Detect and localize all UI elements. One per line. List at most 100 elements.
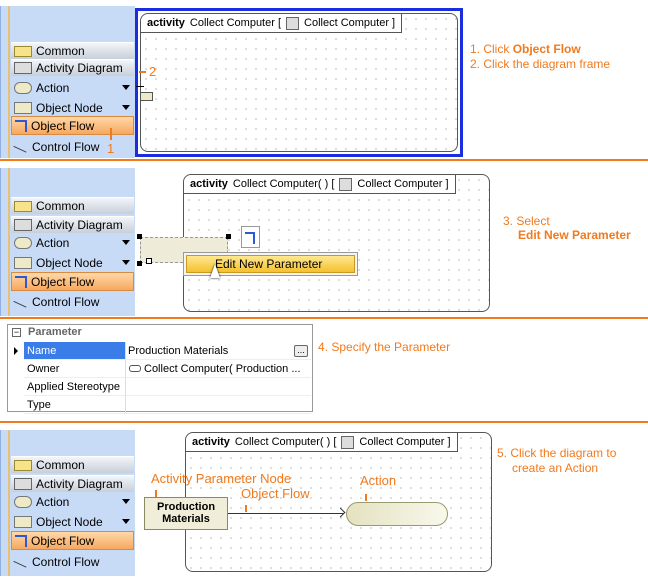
palette-item-activity-diagram[interactable]: Activity Diagram	[11, 59, 134, 76]
palette-item-common[interactable]: Common	[11, 42, 134, 59]
name-input[interactable]: Production Materials	[125, 342, 311, 360]
more-button[interactable]: ...	[294, 345, 308, 357]
object-flow-edge[interactable]	[228, 513, 344, 514]
property-row-applied-stereotype[interactable]: Applied Stereotype	[8, 378, 312, 396]
palette-item-activity-diagram[interactable]: Activity Diagram	[11, 216, 134, 233]
object-flow-icon	[15, 534, 27, 547]
frame-ref: Collect Computer ]	[357, 178, 449, 190]
frame-keyword: activity	[192, 436, 230, 448]
palette-item-object-flow[interactable]: Object Flow	[11, 116, 134, 135]
object-flow-smart-icon[interactable]	[241, 226, 260, 248]
frame-header: activity Collect Computer [ Collect Comp…	[141, 14, 403, 33]
label-activity-parameter-node: Activity Parameter Node	[151, 471, 292, 486]
palette-item-label: Object Flow	[31, 274, 95, 289]
palette-item-object-node[interactable]: Object Node	[11, 254, 134, 271]
folder-icon	[14, 45, 32, 57]
palette-item-object-node[interactable]: Object Node	[11, 99, 134, 116]
activity-diagram-icon	[339, 177, 353, 191]
action-node[interactable]	[346, 502, 448, 526]
object-node-icon	[14, 256, 32, 269]
object-node-icon	[14, 515, 32, 528]
object-node-cursor-icon	[140, 92, 153, 101]
dropdown-arrow-icon[interactable]	[122, 519, 130, 524]
property-value[interactable]	[125, 396, 311, 414]
owner-text: Collect Computer( Production ...	[144, 363, 301, 375]
marker-2: 2	[149, 64, 157, 79]
palette-item-label: Action	[36, 494, 70, 509]
activity-parameter-node[interactable]: Production Materials	[144, 497, 228, 530]
menu-item-edit-new-parameter[interactable]: Edit New Parameter	[186, 255, 355, 273]
property-row-type[interactable]: Type	[8, 396, 312, 414]
dropdown-arrow-icon[interactable]	[122, 85, 130, 90]
instruction-2: 2. Click the diagram frame	[470, 57, 611, 71]
object-node-icon	[14, 101, 32, 114]
frame-keyword: activity	[190, 178, 228, 190]
folder-icon	[14, 459, 32, 471]
dropdown-arrow-icon[interactable]	[122, 499, 130, 504]
palette-item-object-flow[interactable]: Object Flow	[11, 272, 134, 291]
palette-item-control-flow[interactable]: Control Flow	[11, 553, 134, 570]
palette-item-label: Control Flow	[32, 554, 100, 569]
activity-diagram-icon	[14, 219, 32, 231]
label-object-flow: Object Flow	[241, 486, 310, 501]
activity-diagram-icon	[14, 478, 32, 490]
palette-item-action[interactable]: Action	[11, 493, 134, 510]
resize-handle[interactable]	[146, 258, 152, 264]
palette-item-action[interactable]: Action	[11, 234, 134, 251]
palette-item-object-flow[interactable]: Object Flow	[11, 531, 134, 550]
palette-item-label: Common	[36, 44, 85, 58]
property-name: Type	[24, 396, 125, 414]
palette-item-label: Activity Diagram	[36, 61, 123, 75]
palette-item-label: Control Flow	[32, 294, 100, 309]
diagram-frame-selection[interactable]	[135, 8, 463, 157]
palette-item-label: Object Flow	[31, 533, 95, 548]
palette-item-common[interactable]: Common	[11, 197, 134, 214]
palette-item-label: Control Flow	[32, 139, 100, 154]
resize-handle[interactable]	[137, 234, 142, 239]
palette-item-label: Object Node	[36, 100, 103, 115]
action-icon	[14, 236, 32, 249]
owner-value[interactable]: Collect Computer( Production ...	[125, 360, 311, 378]
palette-item-label: Object Flow	[31, 118, 95, 133]
object-flow-icon	[15, 275, 27, 288]
folder-icon	[14, 200, 32, 212]
palette-item-control-flow[interactable]: Control Flow	[11, 138, 134, 155]
property-row-name[interactable]: Name Production Materials ...	[8, 342, 312, 360]
marker-line	[110, 128, 112, 140]
dropdown-arrow-icon[interactable]	[122, 105, 130, 110]
palette-item-label: Common	[36, 458, 85, 472]
palette-item-control-flow[interactable]: Control Flow	[11, 293, 134, 310]
dropdown-arrow-icon[interactable]	[122, 260, 130, 265]
instruction-5-line2: create an Action	[512, 461, 599, 475]
resize-handle[interactable]	[226, 234, 231, 239]
property-row-owner[interactable]: Owner Collect Computer( Production ...	[8, 360, 312, 378]
activity-diagram-frame[interactable]: activity Collect Computer [ Collect Comp…	[140, 13, 458, 152]
palette-item-label: Object Node	[36, 255, 103, 270]
instruction-3: 3. Select	[503, 214, 550, 228]
activity-diagram-frame[interactable]: activity Collect Computer( ) [ Collect C…	[185, 432, 492, 572]
activity-diagram-icon	[341, 435, 355, 449]
control-flow-icon	[13, 140, 29, 153]
frame-name: Collect Computer [	[189, 17, 282, 29]
palette-item-action[interactable]: Action	[11, 79, 134, 96]
resize-handle[interactable]	[137, 261, 142, 266]
marker-1: 1	[107, 141, 115, 156]
palette-item-activity-diagram[interactable]: Activity Diagram	[11, 475, 134, 492]
separator	[0, 159, 648, 161]
marker-line	[365, 494, 367, 501]
marker-line	[245, 505, 247, 512]
property-value[interactable]	[125, 378, 311, 396]
dropdown-arrow-icon[interactable]	[122, 240, 130, 245]
crosshair-cursor-icon	[136, 86, 144, 87]
palette-divider	[8, 430, 10, 576]
frame-name: Collect Computer( ) [	[232, 178, 335, 190]
palette-item-object-node[interactable]: Object Node	[11, 513, 134, 530]
palette-item-label: Activity Diagram	[36, 477, 123, 491]
activity-diagram-icon	[14, 62, 32, 74]
activity-diagram-frame[interactable]: activity Collect Computer( ) [ Collect C…	[183, 174, 490, 312]
collapse-icon[interactable]: −	[12, 327, 21, 337]
frame-header: activity Collect Computer( ) [ Collect C…	[186, 433, 458, 452]
palette-item-common[interactable]: Common	[11, 456, 134, 473]
